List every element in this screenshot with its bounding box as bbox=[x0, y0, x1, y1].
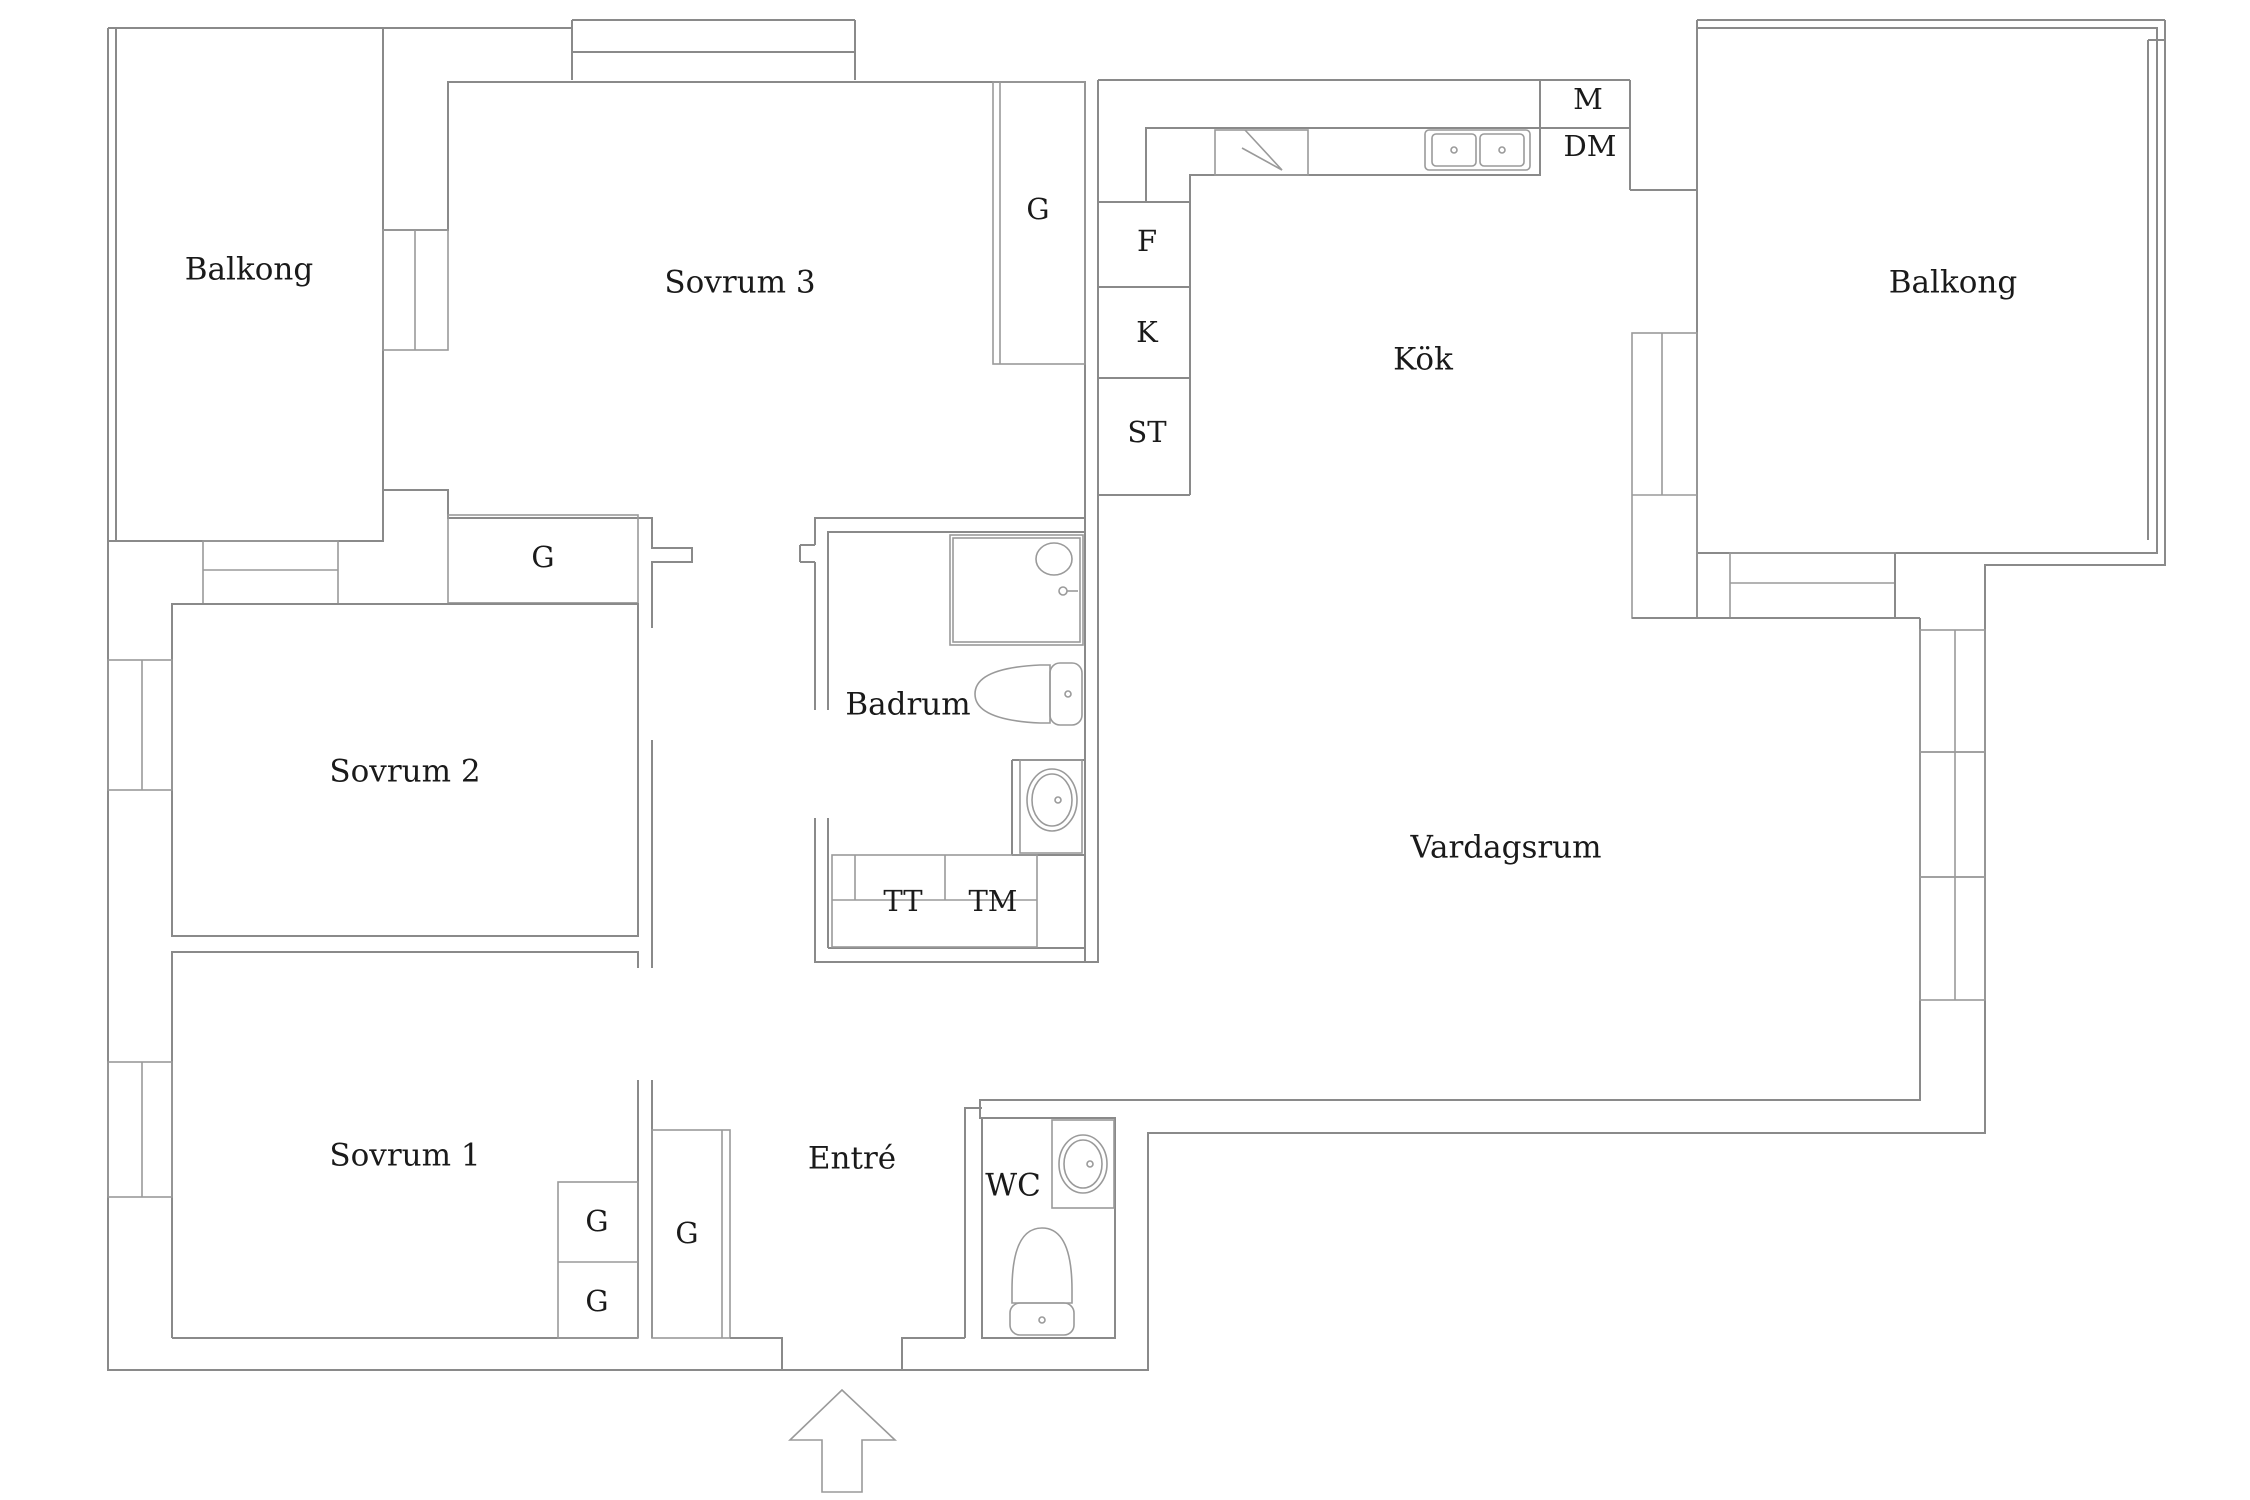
fixture-label-st: ST bbox=[1127, 415, 1167, 449]
room-label-vardagsrum: Vardagsrum bbox=[1409, 830, 1601, 866]
room-label-kok: Kök bbox=[1393, 342, 1453, 378]
kitchen-sink-icon bbox=[1424, 129, 1531, 171]
fixture-label-g-entre: G bbox=[675, 1216, 698, 1250]
toilet-icon bbox=[1009, 1227, 1075, 1336]
bedroom-2-walls bbox=[107, 603, 653, 968]
fixture-label-dm: DM bbox=[1564, 129, 1617, 163]
fixture-label-k: K bbox=[1136, 315, 1159, 349]
fixture-label-g-sovrum1-top: G bbox=[585, 1204, 608, 1238]
fixture-label-tt: TT bbox=[883, 884, 923, 918]
shower-icon bbox=[949, 534, 1084, 646]
room-label-entre: Entré bbox=[808, 1141, 896, 1177]
bedroom-3-walls bbox=[382, 28, 1086, 628]
fixture-label-f: F bbox=[1137, 224, 1157, 258]
fixture-label-g-sovrum3: G bbox=[1026, 192, 1049, 226]
entrance-arrow-icon bbox=[788, 1388, 898, 1493]
room-label-balkong-left: Balkong bbox=[185, 252, 313, 288]
entrance-door bbox=[730, 1337, 965, 1370]
room-label-sovrum-3: Sovrum 3 bbox=[664, 265, 815, 301]
balcony-left bbox=[108, 27, 384, 605]
kitchen-walls bbox=[1098, 20, 1698, 496]
toilet-icon bbox=[974, 662, 1083, 726]
fixture-label-tm: TM bbox=[968, 884, 1017, 918]
room-label-badrum: Badrum bbox=[845, 687, 970, 723]
room-label-sovrum-1: Sovrum 1 bbox=[329, 1138, 480, 1174]
sink-icon bbox=[1051, 1119, 1115, 1209]
living-room-walls bbox=[979, 618, 1986, 1118]
laundry-counter bbox=[831, 854, 1038, 948]
bathroom-walls bbox=[799, 80, 1099, 963]
room-label-sovrum-2: Sovrum 2 bbox=[329, 754, 480, 790]
fixture-label-g-sovrum1-bottom: G bbox=[585, 1284, 608, 1318]
fixture-label-m: M bbox=[1573, 82, 1603, 116]
sink-icon bbox=[1019, 759, 1083, 854]
room-label-balkong-right: Balkong bbox=[1889, 265, 2017, 301]
balcony-right bbox=[1631, 27, 2158, 619]
fixture-label-g-hall: G bbox=[531, 540, 554, 574]
stove-icon bbox=[1214, 129, 1309, 176]
entrance-wardrobe bbox=[651, 1129, 731, 1339]
room-label-wc: WC bbox=[985, 1168, 1041, 1204]
